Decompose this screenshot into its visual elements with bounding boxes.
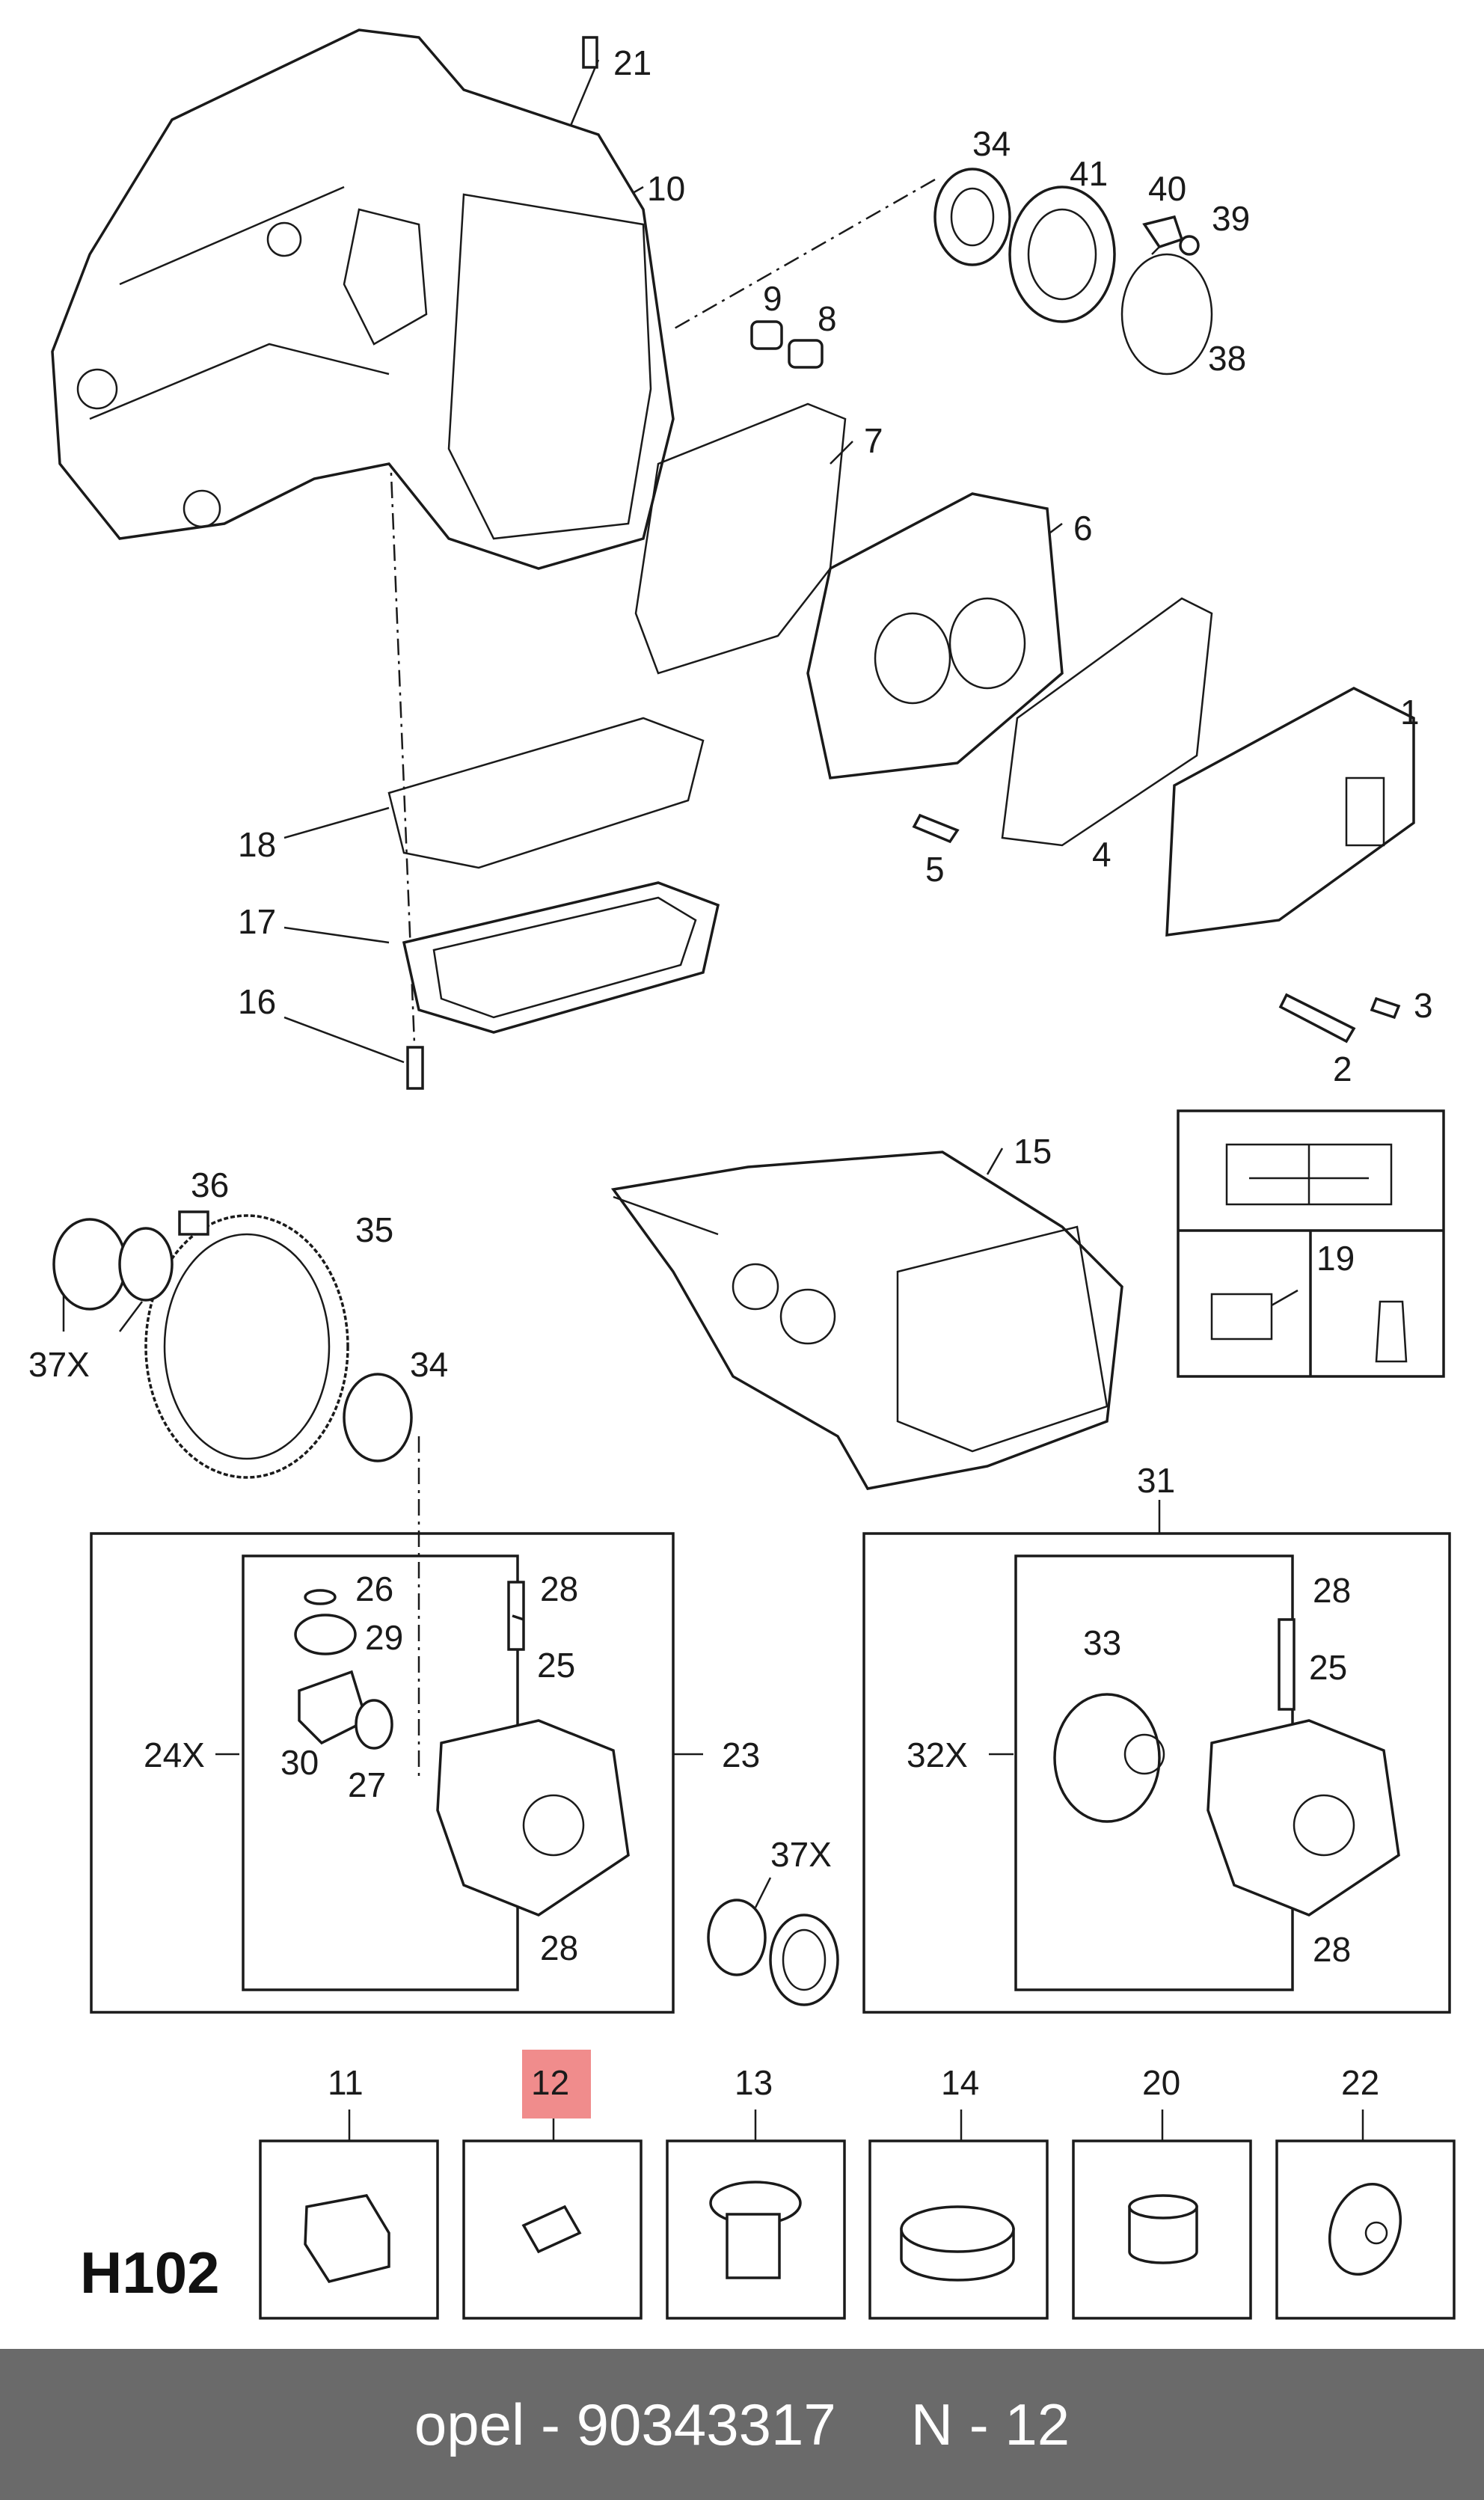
callout-9: 9 <box>763 279 782 318</box>
gear-housing-part <box>806 492 1064 779</box>
callout-18: 18 <box>238 825 276 864</box>
callout-37x: 37X <box>28 1345 90 1384</box>
small-part-label-12: 12 <box>531 2063 569 2102</box>
callout-36: 36 <box>191 1165 229 1204</box>
callout-19: 19 <box>1316 1239 1355 1278</box>
callout-28-right: 28 <box>1313 1571 1351 1610</box>
callout-labels: 21 10 34 41 40 39 38 9 8 7 6 1 18 17 16 … <box>28 43 1433 1969</box>
callout-27: 27 <box>348 1765 386 1804</box>
pin-icon <box>521 2205 582 2254</box>
plug-screw-icon <box>709 2181 802 2279</box>
separator: - <box>524 2391 577 2457</box>
differential-kit-box <box>90 1532 675 2014</box>
callout-4: 4 <box>1092 835 1112 874</box>
tapered-bearing-part <box>707 1899 839 2006</box>
oil-pan-gaskets-part <box>387 717 720 1090</box>
gasket-4-part <box>1001 597 1213 847</box>
callout-2: 2 <box>1333 1050 1352 1088</box>
oil-can-icon <box>1210 1289 1298 1341</box>
callout-16: 16 <box>238 982 276 1021</box>
highlight-box-12 <box>522 2050 591 2118</box>
callout-25-right: 25 <box>1309 1648 1347 1687</box>
diagram-code: H102 <box>80 2240 219 2306</box>
cover-plug-icon <box>1328 2182 1402 2276</box>
manual-book-icon <box>1225 1143 1393 1206</box>
callout-28: 28 <box>540 1569 578 1608</box>
lubricant-bottle-icon <box>1375 1300 1408 1363</box>
exploded-parts-diagram: 21 10 34 41 40 39 38 9 8 7 6 1 18 17 16 … <box>28 28 1456 2320</box>
cap-icon <box>900 2205 1015 2282</box>
small-part-label-13: 13 <box>735 2063 773 2102</box>
small-part-label-11: 11 <box>328 2063 364 2102</box>
callout-29: 29 <box>365 1618 403 1657</box>
callout-26: 26 <box>355 1569 393 1608</box>
callout-39: 39 <box>1212 199 1250 238</box>
callout-41: 41 <box>1070 154 1108 193</box>
callout-32x: 32X <box>907 1735 968 1774</box>
callout-24x: 24X <box>144 1735 205 1774</box>
gasket-7-part <box>634 402 847 675</box>
callout-28-lower: 28 <box>540 1928 578 1967</box>
callout-34-lower: 34 <box>410 1345 448 1384</box>
gearbox-assembly-part <box>610 1151 1123 1490</box>
brand-label: opel <box>414 2391 525 2457</box>
callout-34: 34 <box>972 124 1011 163</box>
position-label: N - 12 <box>910 2391 1070 2457</box>
manual-reference-box <box>1177 1109 1445 1378</box>
small-parts-row: 11 12 13 14 20 <box>259 2050 1456 2320</box>
ring-gear-part <box>52 1210 413 1479</box>
callout-17: 17 <box>238 902 276 941</box>
callout-21: 21 <box>613 43 651 82</box>
part-info-footer: opel - 90343317 N - 12 <box>0 2349 1484 2500</box>
transmission-case-part <box>51 28 675 570</box>
sleeve-icon <box>1128 2194 1198 2264</box>
plug-parts <box>750 320 824 369</box>
callout-37x-middle: 37X <box>770 1835 832 1874</box>
bushing-icon <box>304 2194 390 2284</box>
small-part-label-20: 20 <box>1142 2063 1180 2102</box>
small-part-label-22: 22 <box>1341 2063 1379 2102</box>
callout-40: 40 <box>1148 169 1186 208</box>
callout-23: 23 <box>722 1735 760 1774</box>
callout-31: 31 <box>1137 1461 1175 1500</box>
small-part-label-14: 14 <box>941 2063 979 2102</box>
callout-10: 10 <box>647 169 685 208</box>
callout-30: 30 <box>280 1743 319 1782</box>
callout-28-right-lower: 28 <box>1313 1930 1351 1969</box>
bolt-parts <box>912 813 1401 1044</box>
callout-3: 3 <box>1414 986 1433 1025</box>
callout-38: 38 <box>1208 339 1246 378</box>
callout-25: 25 <box>537 1646 575 1685</box>
callout-33: 33 <box>1083 1623 1121 1662</box>
callout-6: 6 <box>1073 509 1093 548</box>
part-number: 90343317 <box>576 2391 836 2457</box>
differential-kit-box-2 <box>862 1532 1451 2014</box>
rear-cover-part <box>1165 687 1415 937</box>
callout-35: 35 <box>355 1210 393 1249</box>
callout-5: 5 <box>925 850 945 889</box>
callout-8: 8 <box>818 299 837 338</box>
callout-7: 7 <box>864 421 883 460</box>
callout-1: 1 <box>1400 693 1420 732</box>
bearing-assembly-part <box>933 168 1213 376</box>
callout-15: 15 <box>1014 1132 1052 1171</box>
